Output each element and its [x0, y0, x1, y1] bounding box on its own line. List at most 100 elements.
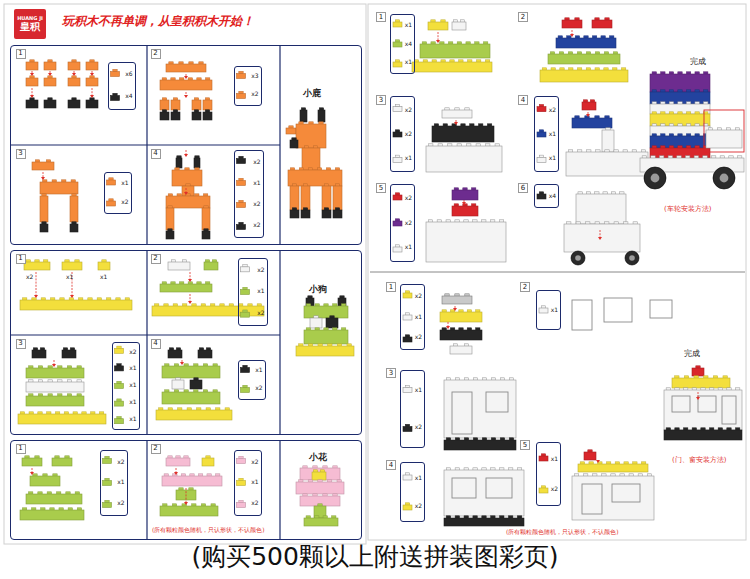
brick: [576, 194, 626, 224]
brick: [237, 481, 246, 486]
part-count: x1: [405, 155, 412, 162]
step-number: 3: [16, 339, 26, 349]
brick: [166, 196, 210, 208]
brick: [302, 148, 320, 170]
brick: [168, 262, 190, 270]
brick: [572, 118, 612, 128]
brick: [300, 468, 340, 480]
parts-box: x1: [536, 290, 561, 330]
parts-box: x2x1x1x1x1: [112, 342, 140, 430]
assembly-arrow: [600, 230, 601, 238]
brick: [306, 298, 314, 306]
assembly-arrow: [190, 294, 191, 302]
brick: [393, 221, 402, 226]
arrow-head: [180, 362, 184, 365]
brick: [162, 476, 222, 486]
brick: [403, 505, 412, 510]
brick-models: [18, 18, 744, 526]
caption: (购买500颗以上附送拼装图彩页): [0, 543, 750, 571]
brick: [202, 208, 210, 230]
part-count: x1: [121, 180, 128, 187]
brick: [393, 42, 402, 47]
brick: [237, 225, 246, 230]
brick: [403, 337, 412, 342]
step-number-text: 5: [523, 442, 527, 449]
brick: [160, 284, 212, 292]
brick: [444, 518, 524, 526]
part-count: x2: [405, 107, 412, 114]
brick: [160, 112, 169, 120]
brick: [86, 62, 98, 70]
brick: [44, 62, 56, 70]
step-number: 5: [376, 183, 386, 193]
brick: [203, 112, 212, 120]
assembly-arrow: [186, 488, 187, 503]
brick: [26, 368, 84, 378]
brick: [442, 296, 472, 304]
wheel: [571, 251, 585, 265]
brick: [166, 208, 174, 230]
brick: [442, 110, 472, 118]
brick: [310, 318, 322, 328]
brick: [403, 427, 412, 432]
brick: [403, 293, 412, 298]
brick: [26, 382, 84, 392]
parts-box: x1x2: [400, 370, 425, 448]
part-count: x1: [549, 131, 556, 138]
brick: [692, 368, 704, 376]
parts-bricks: [103, 20, 549, 510]
brick: [115, 348, 124, 353]
step-number-text: 4: [389, 462, 393, 469]
brick: [166, 458, 190, 466]
brick: [204, 262, 218, 270]
part-count: x1: [129, 399, 136, 406]
brick: [393, 22, 402, 27]
brick: [301, 186, 310, 210]
brick: [192, 100, 201, 110]
brick: [300, 110, 307, 122]
wheel: [625, 251, 639, 265]
brick: [286, 128, 296, 134]
brick: [288, 170, 342, 186]
brick: [290, 140, 298, 148]
arrow-head: [586, 114, 590, 117]
brick: [322, 210, 331, 218]
header-slogan: 玩积木不再单调，从皇积积木开始！: [62, 15, 254, 28]
part-count: x2: [257, 267, 264, 274]
brick: [26, 62, 38, 70]
brick: [20, 300, 132, 310]
brick: [44, 100, 56, 108]
brick: [403, 388, 412, 393]
brick: [333, 186, 342, 210]
step-number: 5: [520, 440, 530, 450]
brick: [403, 475, 412, 480]
parts-box: x2x1x2: [400, 284, 425, 350]
step-number: 2: [518, 12, 528, 22]
step-number-text: 2: [523, 284, 527, 291]
brick: [537, 107, 546, 112]
brick: [393, 107, 402, 112]
part-count: x2: [253, 159, 260, 166]
brick: [304, 330, 348, 344]
part-count: x1: [405, 244, 412, 251]
brick: [237, 503, 246, 508]
brick: [30, 476, 60, 486]
brick: [432, 126, 494, 142]
brick: [171, 100, 180, 110]
brick: [194, 158, 200, 168]
brick: [452, 206, 478, 216]
assembly-arrow: [92, 88, 93, 96]
part-count: x2: [253, 222, 260, 229]
brick: [650, 104, 710, 114]
parts-box: x1x2: [400, 462, 425, 522]
step-number: 4: [386, 460, 396, 470]
brick: [584, 452, 596, 460]
part-count: x2: [255, 385, 262, 392]
part-count: x2: [405, 220, 412, 227]
arrow-head: [48, 73, 52, 76]
arrow-head: [462, 202, 466, 205]
parts-box: x3x2: [234, 66, 262, 106]
brick: [115, 401, 124, 406]
brick: [166, 231, 174, 239]
